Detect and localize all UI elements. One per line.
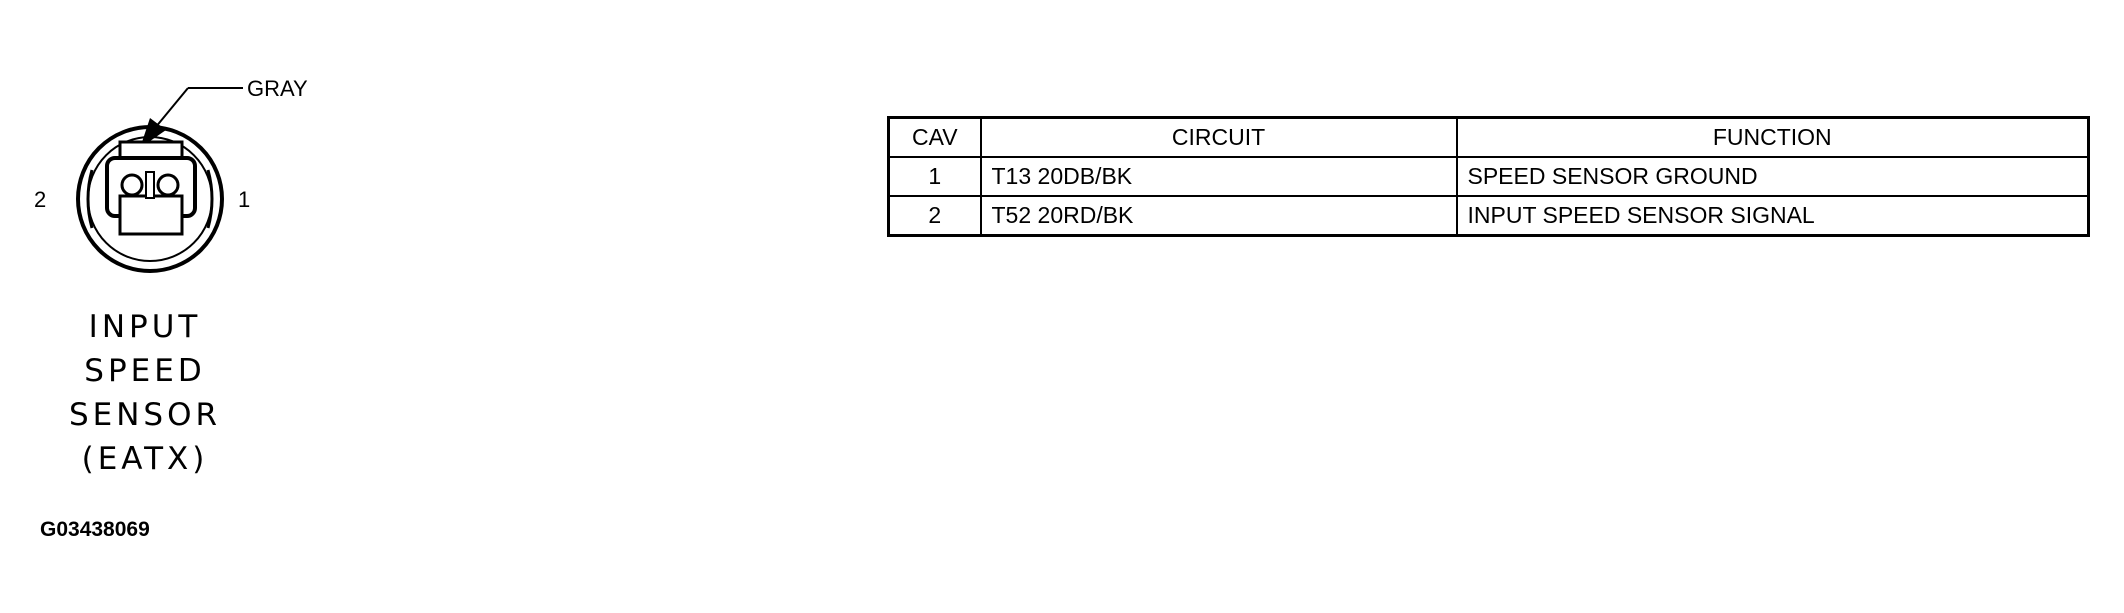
header-function: FUNCTION <box>1455 116 2090 158</box>
cell-cav: 2 <box>887 195 982 237</box>
connector-cavity-lower <box>118 194 184 236</box>
color-callout-diagonal <box>154 87 189 129</box>
pinout-table: CAV CIRCUIT FUNCTION 1 T13 20DB/BK SPEED… <box>887 116 2090 237</box>
connector-title-line: SENSOR <box>68 397 222 433</box>
connector-right-key <box>206 169 214 229</box>
connector-title-line: (EATX) <box>81 441 209 477</box>
connector-title-line: INPUT <box>88 309 202 345</box>
connector-outer-ring <box>76 125 224 273</box>
cell-function: INPUT SPEED SENSOR SIGNAL <box>1455 195 2090 237</box>
connector-left-key <box>86 169 94 229</box>
terminal-1-icon <box>156 173 180 197</box>
table-row: 2 T52 20RD/BK INPUT SPEED SENSOR SIGNAL <box>887 195 2090 237</box>
cell-circuit: T52 20RD/BK <box>979 195 1458 237</box>
connector-title: INPUT SPEED SENSOR (EATX) <box>40 305 250 481</box>
connector-lock-tab <box>118 140 184 160</box>
pin-2-label: 2 <box>34 187 46 212</box>
cell-circuit: T13 20DB/BK <box>979 156 1458 197</box>
connector-face-diagram: GRAY 2 1 <box>34 76 308 273</box>
header-cav: CAV <box>887 116 982 158</box>
terminal-2-icon <box>120 173 144 197</box>
table-row: 1 T13 20DB/BK SPEED SENSOR GROUND <box>887 156 2090 197</box>
cell-cav: 1 <box>887 156 982 197</box>
table-header-row: CAV CIRCUIT FUNCTION <box>887 116 2090 158</box>
pin-1-label: 1 <box>238 187 250 212</box>
connector-title-line: SPEED <box>84 353 206 389</box>
connector-color-label: GRAY <box>247 76 308 101</box>
cell-function: SPEED SENSOR GROUND <box>1455 156 2090 197</box>
terminal-separator <box>145 171 155 199</box>
figure-id: G03438069 <box>40 518 150 541</box>
header-circuit: CIRCUIT <box>979 116 1458 158</box>
